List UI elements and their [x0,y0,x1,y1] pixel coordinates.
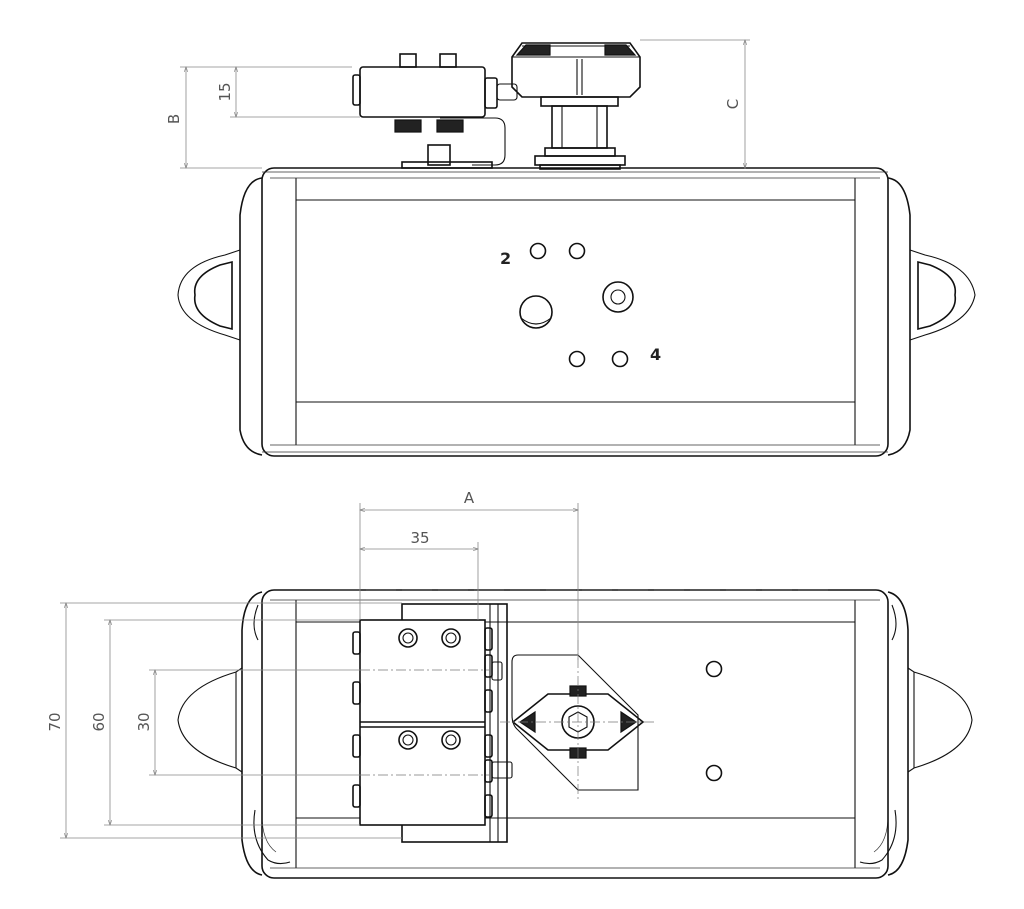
port-label-4: 4 [650,345,661,364]
dimension-a-label: A [464,489,475,507]
port-label-2: 2 [500,249,511,268]
dimension-35: 35 [360,529,478,620]
position-indicator [511,42,641,170]
dimension-35-label: 35 [410,529,429,547]
bottom-view: A 35 70 60 30 [46,489,973,879]
solenoid-valve [352,53,518,169]
dimension-b: B [165,67,352,168]
dimension-70-label: 70 [46,712,64,731]
indicator-plan [511,654,645,791]
mount-hole-upper [705,660,723,678]
actuator-body [261,167,889,457]
dimension-30: 30 [135,670,360,775]
dimension-c-label: C [724,99,742,109]
port-holes [519,242,634,368]
dimension-c: C [640,40,750,168]
left-end-cap-plan [177,591,291,876]
dimension-60: 60 [90,620,360,825]
dimension-30-label: 30 [135,712,153,731]
actuator-body-plan [261,589,889,879]
dimension-b-label: B [165,114,183,124]
dimension-a: A [360,489,578,660]
left-end-cap [177,177,263,456]
mount-hole-lower [705,764,723,782]
right-end-cap [887,177,976,456]
dimension-60-label: 60 [90,712,108,731]
right-end-cap-plan [859,591,973,876]
dimension-15-label: 15 [216,82,234,101]
solenoid-valve-plan [352,619,513,826]
dimension-15: 15 [216,67,360,117]
top-view: 2 4 [165,40,976,457]
dimension-70: 70 [46,603,402,838]
